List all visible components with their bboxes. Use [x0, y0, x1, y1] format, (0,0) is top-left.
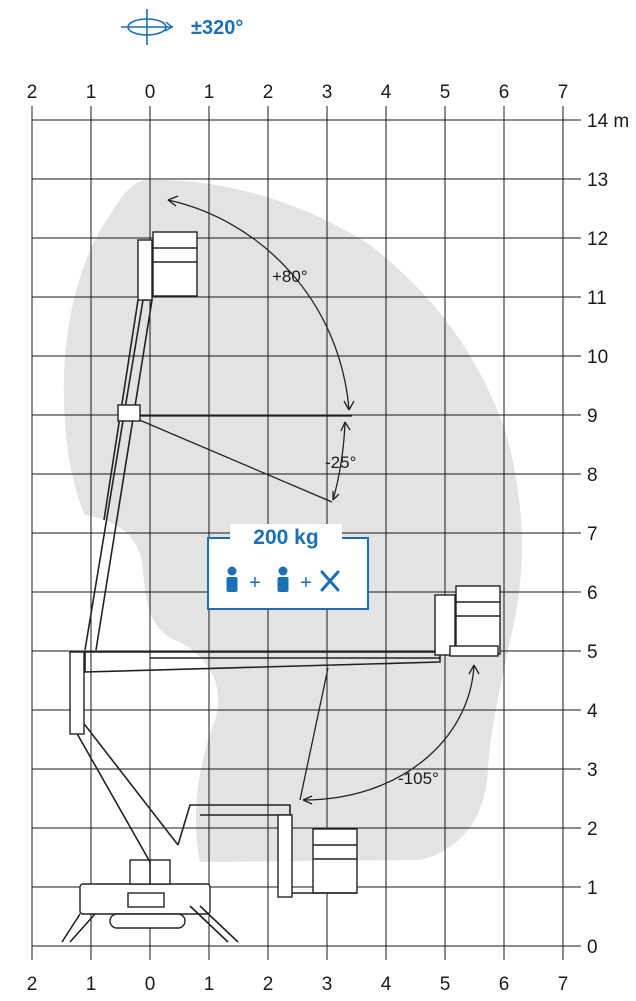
y-tick-label: 0 [587, 937, 598, 958]
x-tick-label: 0 [145, 82, 156, 103]
x-tick-label: 0 [145, 974, 156, 995]
y-tick-label: 5 [587, 642, 598, 663]
main-boom-horizontal [84, 651, 441, 673]
tools-icon [320, 570, 340, 592]
basket-right [449, 585, 501, 657]
x-axis-top: 2 1 0 1 2 3 4 5 6 7 [27, 82, 569, 103]
reference-line-lower [129, 415, 333, 503]
crawler-base [61, 859, 239, 943]
lower-angle-arc [332, 421, 346, 501]
plus-sign: + [249, 572, 261, 594]
y-tick-label: 3 [587, 760, 598, 781]
y-tick-label: 11 [587, 288, 607, 309]
x-tick-label: 2 [27, 82, 38, 103]
x-tick-label: 1 [86, 974, 97, 995]
y-tick-label: 8 [587, 465, 598, 486]
x-tick-label: 7 [558, 82, 569, 103]
jib-reference-line [299, 667, 329, 801]
upper-angle-label: +80° [272, 267, 308, 286]
person-icon [277, 566, 289, 592]
angle-annotations [129, 195, 480, 805]
jib-angle-arc [302, 664, 475, 801]
rotation-label: ±320° [191, 17, 243, 39]
basket-low [292, 828, 358, 894]
x-tick-label: 3 [322, 82, 333, 103]
x-tick-label: 4 [381, 82, 392, 103]
plus-sign: + [300, 572, 312, 594]
rotation-indicator: ±320° [121, 9, 243, 45]
y-tick-label: 14 m [587, 111, 629, 132]
y-tick-label: 6 [587, 583, 598, 604]
y-tick-label: 13 [587, 170, 608, 191]
y-tick-label: 12 [587, 229, 608, 250]
y-tick-label: 10 [587, 347, 608, 368]
x-tick-label: 1 [86, 82, 97, 103]
lower-boom [74, 724, 179, 863]
y-tick-label: 2 [587, 819, 598, 840]
y-tick-label: 7 [587, 524, 598, 545]
lower-angle-label: -25° [325, 453, 356, 472]
x-tick-label: 6 [499, 82, 510, 103]
person-icon [226, 566, 238, 592]
x-axis-bottom: 2 1 0 1 2 3 4 5 6 7 [27, 974, 569, 995]
rotation-icon [121, 9, 174, 45]
basket-top [152, 231, 198, 297]
upper-angle-arc [167, 199, 350, 411]
x-tick-label: 2 [263, 974, 274, 995]
x-tick-label: 1 [204, 82, 215, 103]
jib-low [177, 804, 291, 846]
y-tick-label: 1 [587, 878, 598, 899]
y-tick-label: 9 [587, 406, 598, 427]
x-tick-label: 1 [204, 974, 215, 995]
capacity-box: 200 kg + + [207, 524, 369, 610]
x-tick-label: 5 [440, 82, 451, 103]
x-tick-label: 5 [440, 974, 451, 995]
x-tick-label: 2 [27, 974, 38, 995]
x-tick-label: 7 [558, 974, 569, 995]
capacity-label: 200 kg [253, 526, 318, 549]
x-tick-label: 2 [263, 82, 274, 103]
y-tick-label: 4 [587, 701, 598, 722]
x-tick-label: 6 [499, 974, 510, 995]
aerial-platform-machine [61, 231, 501, 943]
x-tick-label: 4 [381, 974, 392, 995]
jib-angle-label: -105° [398, 769, 439, 788]
x-tick-label: 3 [322, 974, 333, 995]
working-envelope [63, 179, 522, 862]
